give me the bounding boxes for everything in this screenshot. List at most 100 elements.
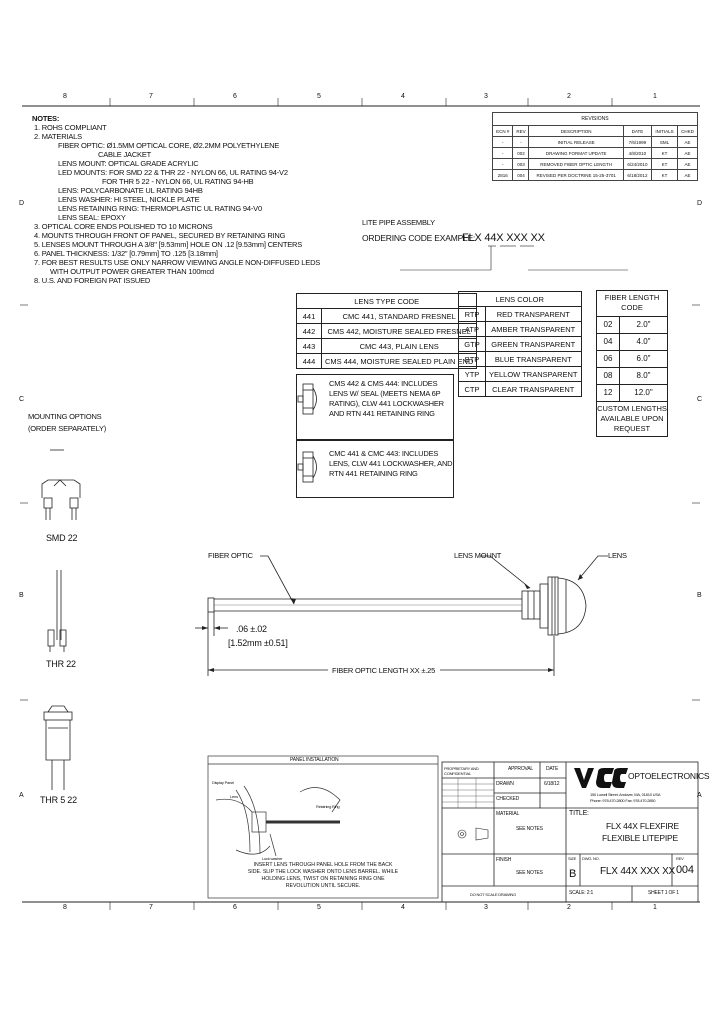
panel-install-title: PANEL INSTALLATION <box>290 757 339 763</box>
lens-color-desc: YELLOW TRANSPARENT <box>485 366 582 382</box>
tb-title-line2: FLEXIBLE LITEPIPE <box>602 833 678 843</box>
mounting-thr522-label: THR 5 22 <box>40 795 77 805</box>
note-line: LENS MOUNT: OPTICAL GRADE ACRYLIC <box>58 159 199 168</box>
note-line: WITH OUTPUT POWER GREATER THAN 100mcd <box>50 267 214 276</box>
lens-type-desc: CMS 444, MOISTURE SEALED PLAIN END <box>320 353 478 369</box>
lens-color-code: YTP <box>458 366 486 382</box>
lens-type-code: 444 <box>296 353 322 369</box>
tb-material-value: SEE NOTES <box>516 826 543 832</box>
note-line: 2. MATERIALS <box>34 132 82 141</box>
zone-bottom-8: 8 <box>63 904 67 911</box>
tb-drawn-date: 6/18/12 <box>544 781 560 787</box>
tb-size: B <box>569 868 577 880</box>
fiber-length-note-line: REQUEST <box>613 424 651 433</box>
lens-type-code: 442 <box>296 323 322 339</box>
zone-right-b: B <box>697 592 702 599</box>
lens-note-box-1: CMS 442 & CMS 444: INCLUDES LENS W/ SEAL… <box>296 374 454 440</box>
fiber-length-code: 04 <box>597 334 620 350</box>
note-line: 7. FOR BEST RESULTS USE ONLY NARROW VIEW… <box>34 258 321 267</box>
rev-header: ECN # <box>491 125 514 137</box>
lens-color-desc: AMBER TRANSPARENT <box>485 321 582 337</box>
note-line: FOR THR 5 22 - NYLON 66, UL RATING 94-HB <box>102 177 254 186</box>
mounting-thr22-label: THR 22 <box>46 659 76 669</box>
rev-cell: 004 <box>512 169 530 181</box>
lens-color-desc: BLUE TRANSPARENT <box>485 351 582 367</box>
tb-dwg-no: FLX 44X XXX XX <box>600 866 676 877</box>
lens-type-code: 441 <box>296 308 322 324</box>
zone-top-5: 5 <box>317 93 321 100</box>
rev-cell: AE <box>677 169 698 181</box>
lens-note: RATING), CLW 441 LOCKWASHER <box>329 399 444 408</box>
zone-bottom-2: 2 <box>567 904 571 911</box>
note-line: LENS: POLYCARBONATE UL RATING 94HB <box>58 186 203 195</box>
notes-heading: NOTES: <box>32 114 60 123</box>
revisions-title: REVISIONS <box>492 112 698 125</box>
fiber-optic-label: FIBER OPTIC <box>208 551 253 560</box>
company-name: OPTOELECTRONICS <box>628 771 710 781</box>
fiber-length-code: 06 <box>597 351 620 367</box>
panel-display-label: Display Panel <box>212 780 234 785</box>
lens-type-desc: CMC 441, STANDARD FRESNEL <box>320 308 478 324</box>
fiber-length-code: 08 <box>597 368 620 384</box>
note-line: LENS SEAL: EPOXY <box>58 213 126 222</box>
fiber-length-note-line: AVAILABLE UPON <box>600 414 664 423</box>
note-line: 4. MOUNTS THROUGH FRONT OF PANEL, SECURE… <box>34 231 286 240</box>
rev-header: REV <box>512 125 530 137</box>
lens-type-desc: CMC 443, PLAIN LENS <box>320 338 478 354</box>
zone-top-4: 4 <box>401 93 405 100</box>
zone-left-d: D <box>19 200 25 207</box>
note-line: LED MOUNTS: FOR SMD 22 & THR 22 - NYLON … <box>58 168 288 177</box>
notes-block: NOTES: 1. ROHS COMPLIANT 2. MATERIALS FI… <box>32 114 320 285</box>
tb-title-line1: FLX 44X FLEXFIRE <box>606 821 679 831</box>
rev-cell: 7/6/1999 <box>622 136 652 148</box>
note-line: 6. PANEL THICKNESS: 1/32" [0.79mm] TO .1… <box>34 249 218 258</box>
tb-drawn: DRAWN <box>496 781 514 787</box>
rev-cell: 2816 <box>491 169 514 181</box>
rev-cell: - <box>512 136 530 148</box>
note-line: LENS WASHER: HI STEEL, NICKLE PLATE <box>58 195 200 204</box>
rev-cell: REVISED PER DOCTRINE 15-25-3701 <box>528 169 624 181</box>
tb-rev-label: REV <box>676 856 684 861</box>
panel-caption: INSERT LENS THROUGH PANEL HOLE FROM THE … <box>210 862 436 890</box>
rev-cell: AE <box>677 136 698 148</box>
zone-bottom-7: 7 <box>149 904 153 911</box>
zone-right-d: D <box>697 200 703 207</box>
zone-right-c: C <box>697 396 703 403</box>
panel-caption-line: SIDE. SLIP THE LOCK WASHER ONTO LENS BAR… <box>247 869 399 875</box>
tb-finish-value: SEE NOTES <box>516 870 543 876</box>
lens-type-header: LENS TYPE CODE <box>295 293 478 309</box>
ordering-code: FLX 44X XXX XX <box>462 232 545 244</box>
table-row: 06 6.0" <box>597 351 667 368</box>
zone-bottom-3: 3 <box>484 904 488 911</box>
panel-caption-line: INSERT LENS THROUGH PANEL HOLE FROM THE … <box>253 862 393 868</box>
rev-cell: 002 <box>512 147 530 159</box>
ordering-line1: LITE PIPE ASSEMBLY <box>362 218 435 227</box>
zone-top-7: 7 <box>149 93 153 100</box>
rev-header: DATE <box>622 125 652 137</box>
note-line: 5. LENSES MOUNT THROUGH A 3/8" [9.53mm] … <box>34 240 303 249</box>
mounting-smd22-label: SMD 22 <box>46 533 78 543</box>
zone-left-a: A <box>19 792 24 799</box>
lens-note: CMC 441 & CMC 443: INCLUDES <box>329 449 439 458</box>
lens-color-desc: GREEN TRANSPARENT <box>485 336 582 352</box>
tb-dwgno-label: DWG. NO. <box>582 856 600 861</box>
lens-color-code: CTP <box>458 381 486 397</box>
fiber-length-value: 6.0" <box>636 354 651 363</box>
panel-retaining-ring-label: Retaining Ring <box>316 804 340 809</box>
note-line: FIBER OPTIC: Ø1.5MM OPTICAL CORE, Ø2.2MM… <box>58 141 280 150</box>
lens-color-header: LENS COLOR <box>458 291 582 307</box>
rev-cell: 6/24/2010 <box>622 158 652 170</box>
zone-top-1: 1 <box>653 93 657 100</box>
